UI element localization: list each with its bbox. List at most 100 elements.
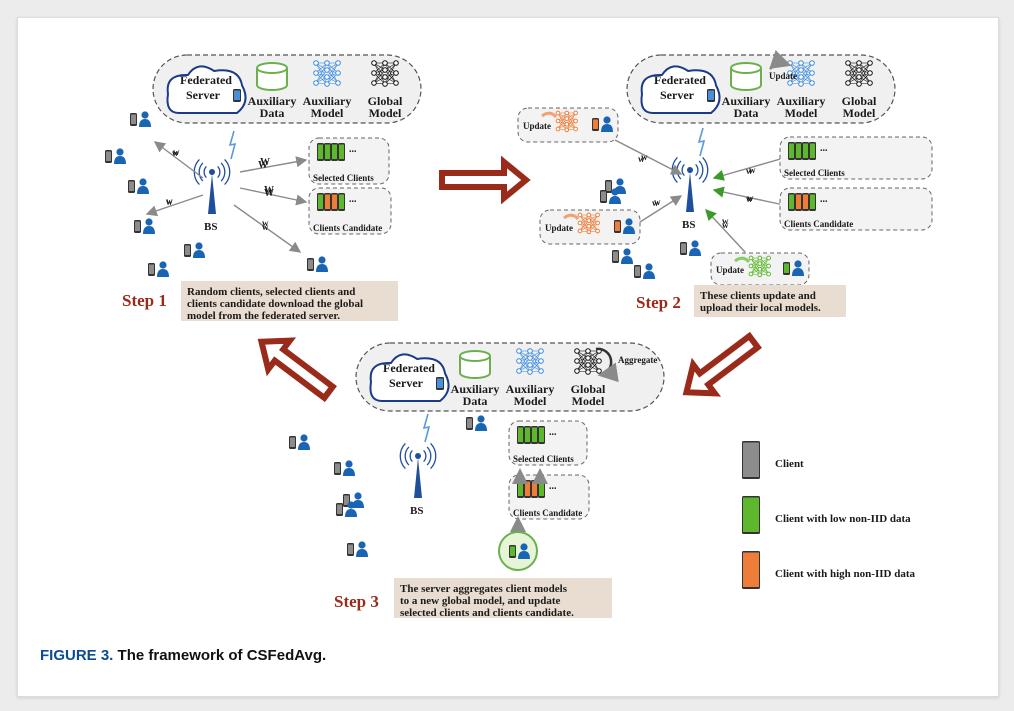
- client-icon: [466, 415, 487, 431]
- database-top: [256, 62, 288, 74]
- user-icon: [689, 240, 701, 256]
- user-icon: [316, 256, 328, 272]
- w-arrow: [233, 204, 302, 253]
- clients-candidate-group: ...Clients Candidate: [308, 187, 392, 235]
- phone-screen: [796, 143, 801, 158]
- user-head: [358, 541, 366, 549]
- step-label: Step 3: [334, 592, 379, 611]
- step1-note-line: clients candidate download the global: [187, 298, 363, 310]
- user-icon: [643, 263, 655, 279]
- base-station-icon: BS: [399, 442, 437, 517]
- nn-node: [573, 118, 578, 124]
- phone-icon: [538, 480, 545, 498]
- phone-screen: [106, 151, 111, 161]
- flow-arrow-shape: [257, 337, 337, 403]
- nn-edge: [587, 350, 600, 373]
- w-label: w: [173, 147, 180, 157]
- phone-screen: [635, 266, 640, 276]
- user-head: [611, 188, 619, 196]
- client-icon: [509, 543, 530, 559]
- neural-network-icon: [748, 255, 771, 278]
- nn-node: [585, 362, 591, 368]
- phone-icon: [680, 242, 687, 255]
- user-head: [477, 415, 485, 423]
- nn-edge: [858, 62, 871, 85]
- nn-node: [371, 70, 377, 76]
- nn-edge: [566, 112, 576, 125]
- update-arrow: [734, 256, 751, 264]
- user-head: [145, 218, 153, 226]
- update-arrow: [769, 49, 792, 70]
- phone-icon: [634, 265, 641, 278]
- phone-screen: [437, 378, 443, 388]
- nn-node: [845, 70, 851, 76]
- step-label: Step 1: [122, 291, 167, 310]
- clients-candidate-group: ...Clients Candidate: [508, 474, 590, 520]
- nn-node: [324, 67, 330, 73]
- user-icon: [139, 111, 151, 127]
- step1-note-line: model from the federated server.: [187, 310, 340, 322]
- nn-edge: [858, 62, 871, 78]
- w-label: w: [166, 197, 173, 207]
- phone-screen: [332, 144, 337, 159]
- phone-icon: [538, 426, 545, 444]
- user-head: [794, 260, 802, 268]
- nn-node: [564, 116, 570, 121]
- nn-node: [577, 212, 583, 218]
- nn-edge: [789, 62, 802, 78]
- user-body: [792, 268, 804, 276]
- w-arrow: [145, 194, 204, 217]
- nn-node: [586, 223, 592, 229]
- update-arrow: [541, 111, 558, 119]
- nn-node: [393, 70, 399, 76]
- user-icon: [143, 218, 155, 234]
- w-label: w: [262, 222, 269, 232]
- nn-node: [574, 348, 580, 354]
- phone-screen: [518, 427, 523, 442]
- user-body: [601, 124, 613, 132]
- w-arrow: [614, 139, 683, 175]
- phone-screen: [525, 427, 530, 442]
- nn-edge: [847, 69, 860, 84]
- user-icon: [193, 242, 205, 258]
- phone-screen: [532, 427, 537, 442]
- nn-edge: [326, 69, 339, 84]
- phone-screen: [789, 143, 794, 158]
- aggregate-arrow: [595, 347, 619, 383]
- auxiliary-model-label: Model: [514, 394, 547, 408]
- phone-icon: [788, 193, 795, 211]
- legend-item: Client: [742, 441, 804, 479]
- database-body: [459, 356, 491, 379]
- global-model-label: Global: [842, 94, 877, 108]
- phone-icon: [788, 142, 795, 160]
- nn-node: [585, 369, 591, 375]
- w-arrow: [712, 157, 785, 181]
- signal-wave-right: [224, 158, 231, 186]
- user-head: [318, 256, 326, 264]
- nn-edge: [576, 357, 589, 372]
- nn-edge: [800, 62, 813, 78]
- phone-screen: [810, 194, 815, 209]
- user-head: [645, 263, 653, 271]
- user-body: [343, 468, 355, 476]
- nn-edge: [576, 350, 589, 366]
- database-icon: [459, 350, 491, 379]
- nn-node: [748, 271, 754, 277]
- user-icon: [356, 541, 368, 557]
- nn-node: [748, 263, 754, 269]
- tower-antenna: [687, 167, 693, 173]
- phone-icon: [336, 503, 343, 516]
- signal-wave-left: [409, 449, 413, 463]
- phone-icon: [517, 480, 524, 498]
- nn-edge: [588, 214, 598, 232]
- nn-edge: [384, 69, 397, 84]
- nn-node: [798, 60, 804, 66]
- update-label: Update: [523, 121, 551, 131]
- nn-edge: [326, 62, 339, 85]
- w-arrow: [239, 187, 308, 206]
- nn-edge: [759, 257, 769, 270]
- new-client-circle: [498, 531, 538, 571]
- phone-screen: [335, 463, 340, 473]
- nn-node: [577, 220, 583, 226]
